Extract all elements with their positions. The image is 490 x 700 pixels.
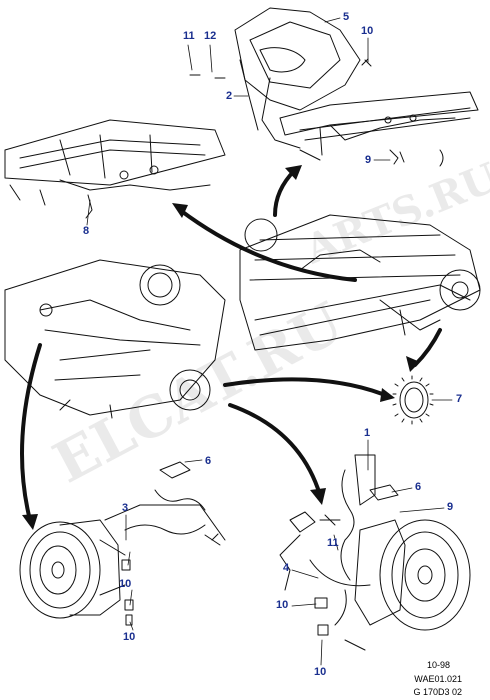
reference-code-2: G 170D3 02 (413, 687, 462, 697)
callout-5: 5 (343, 11, 350, 23)
callout-2: 2 (226, 90, 233, 102)
rear-hub-drawing (279, 454, 471, 651)
reference-code-1: WAE01.021 (414, 674, 462, 684)
callout-11-right: 11 (327, 537, 339, 549)
callout-8: 8 (83, 225, 90, 237)
leader-lines (86, 17, 453, 666)
front-hub-drawing (19, 461, 226, 626)
reference-date: 10-98 (426, 660, 450, 670)
direction-arrows (20, 168, 442, 522)
callout-10-top: 10 (361, 25, 374, 37)
callout-6-right: 6 (415, 481, 422, 493)
arrow-heads (22, 165, 420, 530)
callout-10-left-a: 10 (119, 578, 132, 590)
front-corner-drawing (4, 259, 226, 419)
callout-7: 7 (456, 393, 463, 405)
top-inset-drawing (189, 7, 479, 167)
callout-9-right: 9 (447, 501, 454, 513)
callout-12: 12 (204, 30, 217, 42)
callout-4: 4 (283, 562, 290, 574)
callout-9-top: 9 (365, 154, 372, 166)
centre-underbody-drawing (239, 214, 481, 351)
upper-left-inset-drawing (4, 119, 226, 219)
callout-11-top: 11 (183, 30, 195, 42)
callout-10-right-a: 10 (276, 599, 289, 611)
callout-3: 3 (122, 502, 129, 514)
callout-1: 1 (364, 427, 371, 439)
tone-ring-drawing (392, 375, 434, 425)
callout-6-left: 6 (205, 455, 212, 467)
callout-10-left-b: 10 (123, 631, 136, 643)
callout-10-right-b: 10 (314, 666, 327, 678)
